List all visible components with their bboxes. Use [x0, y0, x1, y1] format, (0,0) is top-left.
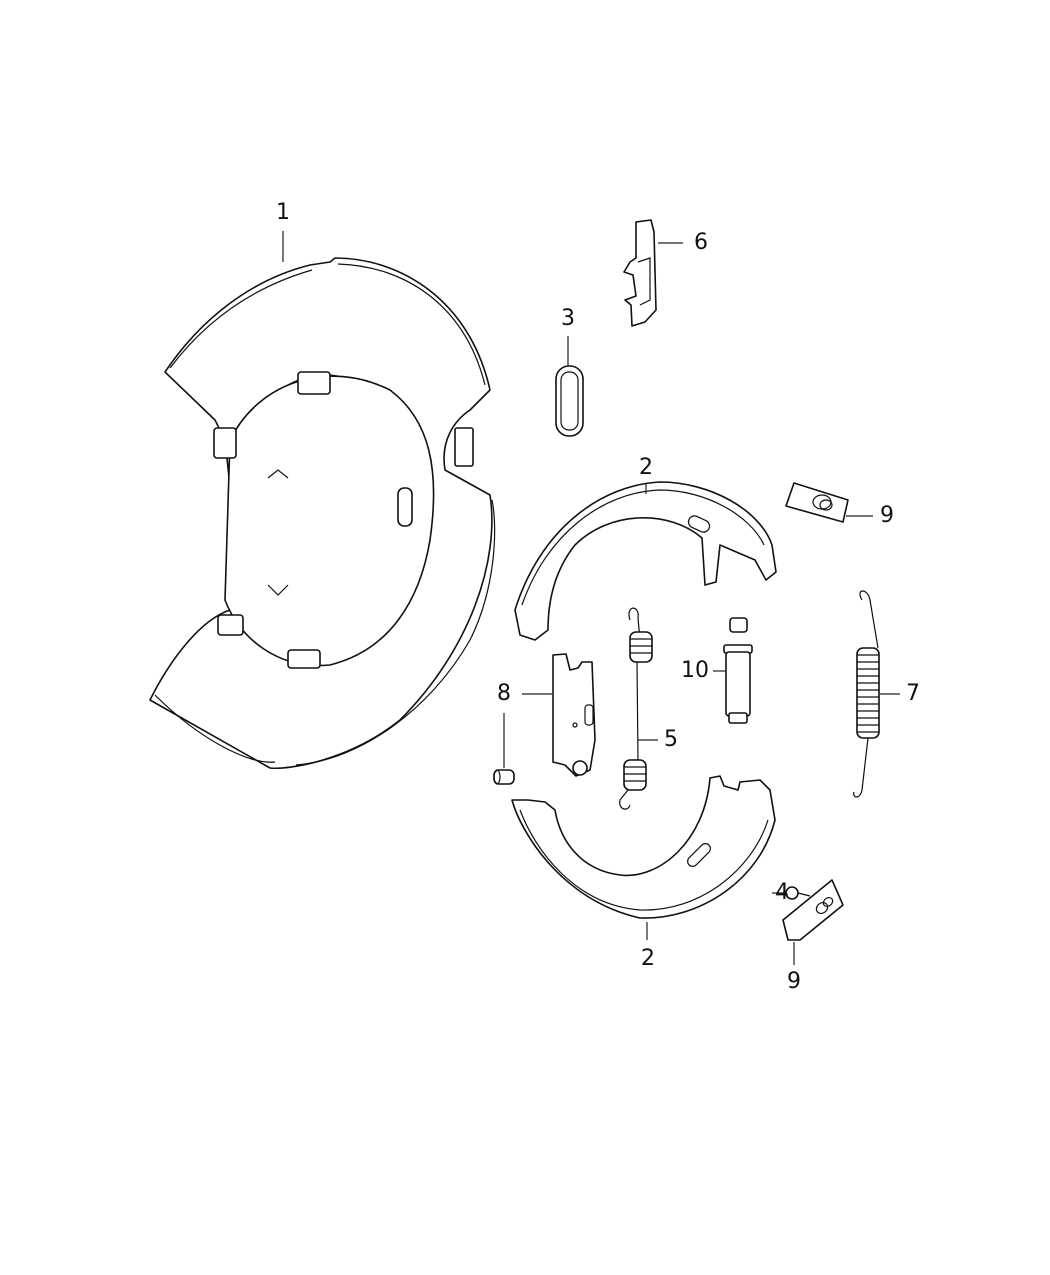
adjuster-lever	[552, 653, 596, 777]
callout-4: 4	[775, 880, 789, 905]
return-spring-short	[619, 607, 653, 810]
brake-shoe-upper	[514, 481, 777, 641]
callout-7: 7	[906, 681, 920, 706]
brake-shoe-lower	[511, 775, 776, 919]
callout-2-upper: 2	[639, 455, 653, 480]
adjuster-screw	[723, 617, 753, 724]
callout-8: 8	[497, 681, 511, 706]
callout-1: 1	[276, 200, 290, 225]
callout-9-lower: 9	[787, 969, 801, 994]
retainer-upper	[785, 482, 849, 523]
hold-down-pin	[785, 886, 811, 900]
adjuster-pin	[493, 769, 515, 785]
leader-lines	[282, 231, 900, 965]
callout-9-upper: 9	[880, 503, 894, 528]
backing-plate	[149, 257, 496, 770]
return-spring-long	[853, 590, 880, 798]
callout-6: 6	[694, 230, 708, 255]
callout-5: 5	[664, 727, 678, 752]
callout-10: 10	[681, 658, 709, 683]
callout-2-lower: 2	[641, 946, 655, 971]
retainer-lower	[782, 879, 844, 941]
callout-3: 3	[561, 306, 575, 331]
access-plug	[555, 365, 584, 437]
adjuster-clip	[623, 219, 657, 327]
